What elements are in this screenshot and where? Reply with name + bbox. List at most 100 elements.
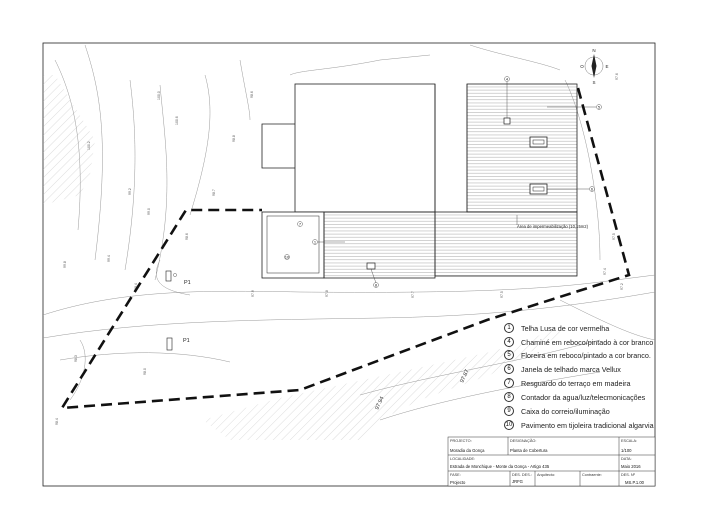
tb-contraente-label: Contraente: [582,473,602,477]
tb-arquitecto-label: Arquitecto: [537,473,556,477]
legend-item-text: Telha Lusa de cor vermelha [521,323,610,333]
tb-fase-value: Projecto [450,480,466,485]
tb-localidade-value: Estrada de Monchique - Monte da Gonça - … [450,464,550,469]
tb-projeto-label: PROJECTO: [450,439,472,443]
svg-text:97.5: 97.5 [612,233,616,240]
svg-text:98.3: 98.3 [74,355,78,362]
svg-text:97.4: 97.4 [603,268,607,275]
skylight-lower [529,183,548,195]
svg-text:N: N [592,48,595,53]
tb-escala-value: 1/100 [621,448,632,453]
p1-lower-label: P1 [183,338,190,344]
svg-text:S: S [592,80,595,85]
legend-item: 7 Resguardo do terraço em madeira [504,377,630,389]
svg-text:98.7: 98.7 [212,189,216,196]
svg-text:100.6: 100.6 [175,116,179,125]
tb-designacao-value: Planta de Cobertura [510,448,548,453]
terrain-hatch-left [43,75,95,205]
tb-data-label: DATA: [621,457,632,461]
leader-lines [318,82,596,284]
legend-item-number: 6 [504,364,514,374]
tb-data-value: Maio 2016 [621,464,641,469]
tb-localidade-label: LOCALIDADE: [450,457,476,461]
skylight-lower-inner [532,186,545,192]
svg-text:99.2: 99.2 [128,188,132,195]
tb-projeto-value: Moradia da Gonça [450,448,485,453]
chimney [503,117,511,125]
legend-item: 1 Telha Lusa de cor vermelha [504,322,609,334]
legend-item-number: 5 [504,350,514,360]
legend-item: 4 Chaminé em reboco/pintado à cor branco [504,336,653,348]
svg-text:98.6: 98.6 [250,91,254,98]
svg-text:99.0: 99.0 [147,208,151,215]
roof-right [466,83,578,213]
p1-upper-label: P1 [184,280,191,286]
legend-item-number: 7 [504,378,514,388]
callout-markers: 4 5 6 1 7 10 8 [284,76,602,288]
svg-text:98.0: 98.0 [143,368,147,375]
impermeabilizacao-label: Área de impermeabilização (10,15m2) [517,224,589,229]
chimney-lower [366,262,376,270]
tb-desenho-label: DES. Nº [621,473,636,477]
legend-item-number: 10 [504,420,514,430]
tb-des-label: DES. DES.: [512,473,532,477]
legend-item-number: 9 [504,406,514,416]
svg-text:97.8: 97.8 [325,290,329,297]
legend-item: 10 Pavimento em tijoleira tradicional alg… [504,419,654,431]
roof-lower-right [434,211,578,277]
post-p1-upper [165,270,172,282]
svg-text:98.6: 98.6 [185,233,189,240]
elevation-ticks: 100.2 100.0 100.6 98.6 98.8 99.2 99.0 98… [55,73,624,425]
post-p1-lower [166,337,173,351]
svg-text:99.8: 99.8 [63,261,67,268]
svg-text:7: 7 [299,221,302,226]
legend-item-number: 1 [504,323,514,333]
post-p1-upper-marker [173,273,177,277]
svg-text:100.2: 100.2 [87,141,91,150]
tb-escala-label: ESCALA: [621,439,638,443]
svg-text:100.0: 100.0 [157,91,161,100]
legend-item-text: Pavimento em tijoleira tradicional algar… [521,420,654,430]
svg-text:1: 1 [314,239,317,244]
legend-item-text: Chaminé em reboco/pintado à cor branco [521,337,654,347]
svg-text:6: 6 [591,186,594,191]
legend-item-text: Resguardo do terraço em madeira [521,378,631,388]
tb-des-value: JRFG [512,479,523,484]
svg-text:4: 4 [506,76,509,81]
legend-item-number: 8 [504,392,514,402]
legend-item-text: Caixa do correio/iluminação [521,406,610,416]
svg-text:10: 10 [285,254,290,259]
svg-text:97.5: 97.5 [500,291,504,298]
svg-text:98.4: 98.4 [134,283,138,290]
svg-text:O: O [580,64,584,69]
level-label-b: 97.87 [459,369,470,384]
legend-item: 9 Caixa do correio/iluminação [504,405,610,417]
svg-text:97.2: 97.2 [620,283,624,290]
terrain-hatch-bottom [203,325,560,440]
svg-text:97.9: 97.9 [251,290,255,297]
building-outline [261,83,436,279]
property-boundary [59,87,631,410]
tb-fase-label: FASE: [450,473,461,477]
tb-desenho-value: MS.P.1.00 [625,480,645,485]
legend-item-text: Contador da agua/luz/telecmonicações [521,392,646,402]
svg-text:98.8: 98.8 [232,135,236,142]
skylight-upper-inner [532,139,545,145]
svg-text:5: 5 [598,104,601,109]
level-label-a: 97.94 [374,396,385,411]
svg-text:97.6: 97.6 [615,73,619,80]
legend-item-text: Floreira em reboco/pintado a cor branco. [521,350,651,360]
skylight-upper [529,136,548,148]
legend-item-number: 4 [504,337,514,347]
svg-text:99.4: 99.4 [107,255,111,262]
svg-text:E: E [605,64,608,69]
legend-item: 8 Contador da agua/luz/telecmonicações [504,391,645,403]
title-block [447,436,656,487]
svg-text:98.4: 98.4 [55,418,59,425]
tb-designacao-label: DESIGNAÇÃO: [510,439,537,443]
svg-text:97.7: 97.7 [411,291,415,298]
sheet-border [42,42,656,487]
roof-lower-middle [323,211,436,279]
